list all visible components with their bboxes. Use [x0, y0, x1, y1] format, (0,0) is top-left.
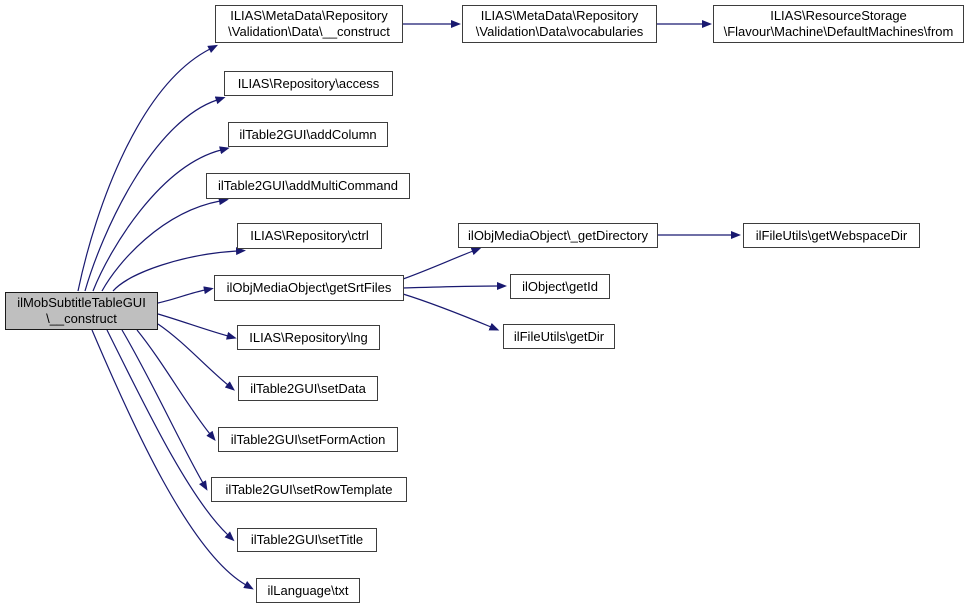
node-add-column[interactable]: ilTable2GUI\addColumn — [228, 122, 388, 147]
node-set-title[interactable]: ilTable2GUI\setTitle — [237, 528, 377, 552]
edge-root-to-lng — [157, 313, 237, 340]
edge-root-to-ctrl — [112, 247, 246, 292]
node-add-multi-command[interactable]: ilTable2GUI\addMultiCommand — [206, 173, 410, 199]
edge-root-to-add-multi-command — [101, 197, 229, 292]
edge-root-to-add-column — [92, 146, 230, 292]
node-txt[interactable]: ilLanguage\txt — [256, 578, 360, 603]
edge-root-to-set-title — [106, 329, 235, 542]
node-lng[interactable]: ILIAS\Repository\lng — [237, 325, 380, 350]
edge-root-to-set-data — [157, 323, 235, 391]
node-set-data[interactable]: ilTable2GUI\setData — [238, 376, 378, 401]
node-get-directory[interactable]: ilObjMediaObject\_getDirectory — [458, 223, 658, 248]
edge-get-srt-files-to-get-directory — [402, 247, 482, 280]
node-get-webspace-dir[interactable]: ilFileUtils\getWebspaceDir — [743, 223, 920, 248]
edge-root-to-get-srt-files — [157, 286, 214, 304]
node-set-form-action[interactable]: ilTable2GUI\setFormAction — [218, 427, 398, 452]
edge-root-to-txt — [91, 329, 254, 590]
edge-get-srt-files-to-get-dir — [402, 293, 500, 331]
node-access[interactable]: ILIAS\Repository\access — [224, 71, 393, 96]
node-get-id[interactable]: ilObject\getId — [510, 274, 610, 299]
node-ctrl[interactable]: ILIAS\Repository\ctrl — [237, 223, 382, 249]
node-set-row-template[interactable]: ilTable2GUI\setRowTemplate — [211, 477, 407, 502]
edge-root-to-set-form-action — [136, 329, 216, 441]
edge-root-to-metadata-construct — [77, 44, 218, 292]
node-default-machines-from[interactable]: ILIAS\ResourceStorage \Flavour\Machine\D… — [713, 5, 964, 43]
node-get-srt-files[interactable]: ilObjMediaObject\getSrtFiles — [214, 275, 404, 301]
node-get-dir[interactable]: ilFileUtils\getDir — [503, 324, 615, 349]
edge-get-srt-files-to-get-id — [402, 282, 507, 291]
edge-root-to-access — [84, 96, 226, 292]
node-root-ilmobsubtitletablegui-construct: ilMobSubtitleTableGUI \__construct — [5, 292, 158, 330]
node-vocabularies[interactable]: ILIAS\MetaData\Repository \Validation\Da… — [462, 5, 657, 43]
edge-root-to-set-row-template — [121, 329, 208, 491]
node-metadata-data-construct[interactable]: ILIAS\MetaData\Repository \Validation\Da… — [215, 5, 403, 43]
